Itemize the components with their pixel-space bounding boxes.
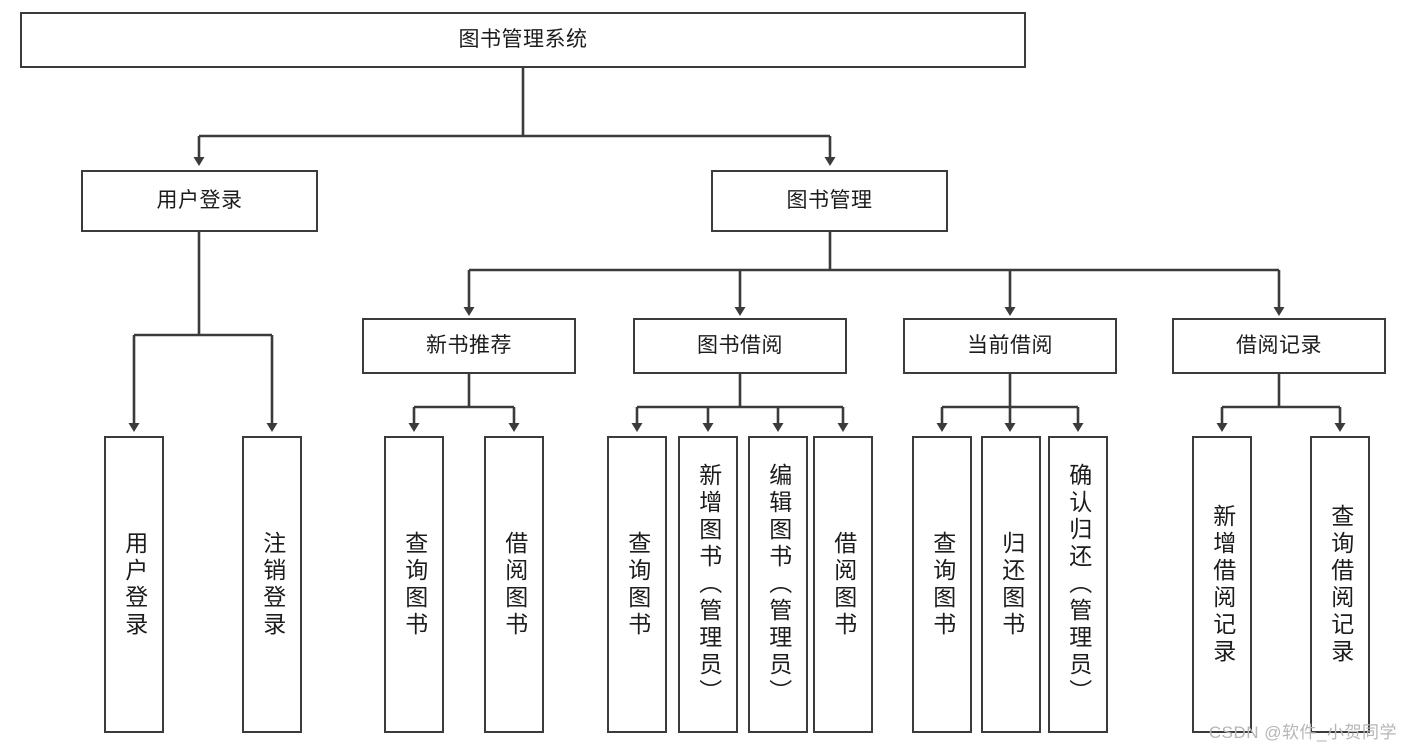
node-label: 新书推荐 [426, 334, 512, 358]
node-label: 用户登录 [156, 189, 243, 213]
node-label: 图书管理系统 [458, 28, 588, 52]
node-leaf-query-borrow-record[interactable]: 查询借阅记录 [1310, 436, 1370, 733]
node-label: 编辑图书（管理员） [765, 463, 792, 706]
node-current-borrow[interactable]: 当前借阅 [903, 318, 1117, 374]
node-leaf-query-book-current[interactable]: 查询图书 [912, 436, 972, 733]
node-label: 借阅图书 [830, 530, 857, 639]
node-leaf-borrow-book[interactable]: 借阅图书 [813, 436, 873, 733]
node-leaf-edit-book-admin[interactable]: 编辑图书（管理员） [748, 436, 808, 733]
node-label: 图书管理 [786, 189, 873, 213]
node-label: 新增图书（管理员） [695, 463, 722, 706]
node-label: 借阅图书 [501, 530, 528, 639]
node-leaf-add-book-admin[interactable]: 新增图书（管理员） [678, 436, 738, 733]
node-leaf-add-borrow-record[interactable]: 新增借阅记录 [1192, 436, 1252, 733]
watermark: CSDN @软件_小贺同学 [1208, 723, 1397, 742]
node-label: 归还图书 [998, 530, 1025, 639]
node-label: 图书借阅 [697, 334, 783, 358]
node-leaf-query-book-recommend[interactable]: 查询图书 [384, 436, 444, 733]
node-book-management[interactable]: 图书管理 [711, 170, 948, 232]
node-leaf-logout[interactable]: 注销登录 [242, 436, 302, 733]
node-leaf-confirm-return-admin[interactable]: 确认归还（管理员） [1048, 436, 1108, 733]
node-user-login[interactable]: 用户登录 [81, 170, 318, 232]
node-leaf-borrow-book-recommend[interactable]: 借阅图书 [484, 436, 544, 733]
node-label: 借阅记录 [1236, 334, 1322, 358]
node-label: 新增借阅记录 [1209, 503, 1236, 666]
node-label: 注销登录 [259, 530, 286, 639]
node-leaf-query-book-borrow[interactable]: 查询图书 [607, 436, 667, 733]
node-label: 查询图书 [401, 530, 428, 639]
node-label: 用户登录 [121, 530, 148, 639]
node-new-book-recommendation[interactable]: 新书推荐 [362, 318, 576, 374]
node-root-book-management-system[interactable]: 图书管理系统 [20, 12, 1026, 68]
node-label: 当前借阅 [967, 334, 1053, 358]
node-borrow-records[interactable]: 借阅记录 [1172, 318, 1386, 374]
node-label: 查询图书 [624, 530, 651, 639]
node-label: 查询图书 [929, 530, 956, 639]
node-book-borrow[interactable]: 图书借阅 [633, 318, 847, 374]
node-label: 查询借阅记录 [1327, 503, 1354, 666]
node-label: 确认归还（管理员） [1065, 463, 1092, 706]
node-leaf-return-book[interactable]: 归还图书 [981, 436, 1041, 733]
node-leaf-user-login[interactable]: 用户登录 [104, 436, 164, 733]
